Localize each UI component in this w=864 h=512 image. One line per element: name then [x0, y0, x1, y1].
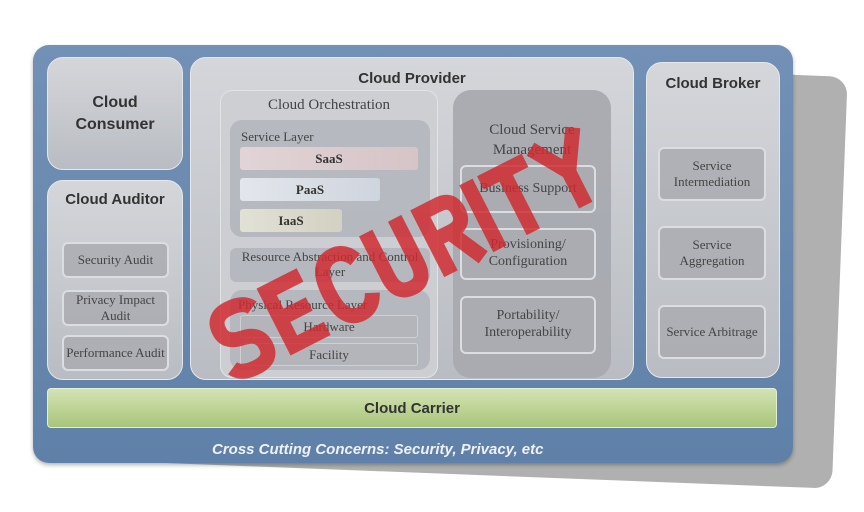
resource-abstraction-label: Resource Abstraction and Control Layer	[241, 249, 419, 279]
cloud-consumer-title: Cloud Consumer	[75, 93, 155, 133]
cloud-service-management-title: Cloud Service Management	[489, 122, 575, 158]
service-aggregation: Service Aggregation	[658, 226, 766, 280]
service-arbitrage: Service Arbitrage	[658, 305, 766, 359]
service-layer-label: Service Layer	[241, 129, 314, 144]
cloud-broker-box: Cloud Broker Service Intermediation Serv…	[646, 62, 780, 378]
resource-abstraction-layer: Resource Abstraction and Control Layer	[230, 248, 430, 282]
service-intermediation: Service Intermediation	[658, 147, 766, 201]
provisioning-configuration: Provisioning/ Configuration	[460, 228, 596, 280]
cloud-auditor-box: Cloud Auditor Security Audit Privacy Imp…	[47, 180, 183, 380]
portability-interoperability: Portability/ Interoperability	[460, 296, 596, 354]
paas-bar: PaaS	[240, 178, 380, 201]
cloud-auditor-title: Cloud Auditor	[65, 191, 165, 208]
cloud-orchestration-title: Cloud Orchestration	[267, 97, 391, 113]
hardware-bar: Hardware	[240, 315, 418, 338]
cloud-carrier-title: Cloud Carrier	[364, 399, 460, 417]
security-audit: Security Audit	[62, 242, 169, 278]
business-support: Business Support	[460, 165, 596, 213]
saas-bar: SaaS	[240, 147, 418, 170]
cloud-carrier-bar: Cloud Carrier	[47, 388, 777, 428]
physical-resource-label: Physical Resource Layer	[238, 297, 368, 312]
cloud-consumer-box: Cloud Consumer	[47, 57, 183, 170]
cloud-provider-title: Cloud Provider	[358, 70, 466, 87]
privacy-impact-audit: Privacy Impact Audit	[62, 290, 169, 326]
performance-audit: Performance Audit	[62, 335, 169, 371]
cross-cutting-concerns-label: Cross Cutting Concerns: Security, Privac…	[212, 441, 544, 458]
iaas-bar: IaaS	[240, 209, 342, 232]
facility-bar: Facility	[240, 343, 418, 366]
cloud-broker-title: Cloud Broker	[665, 75, 761, 92]
